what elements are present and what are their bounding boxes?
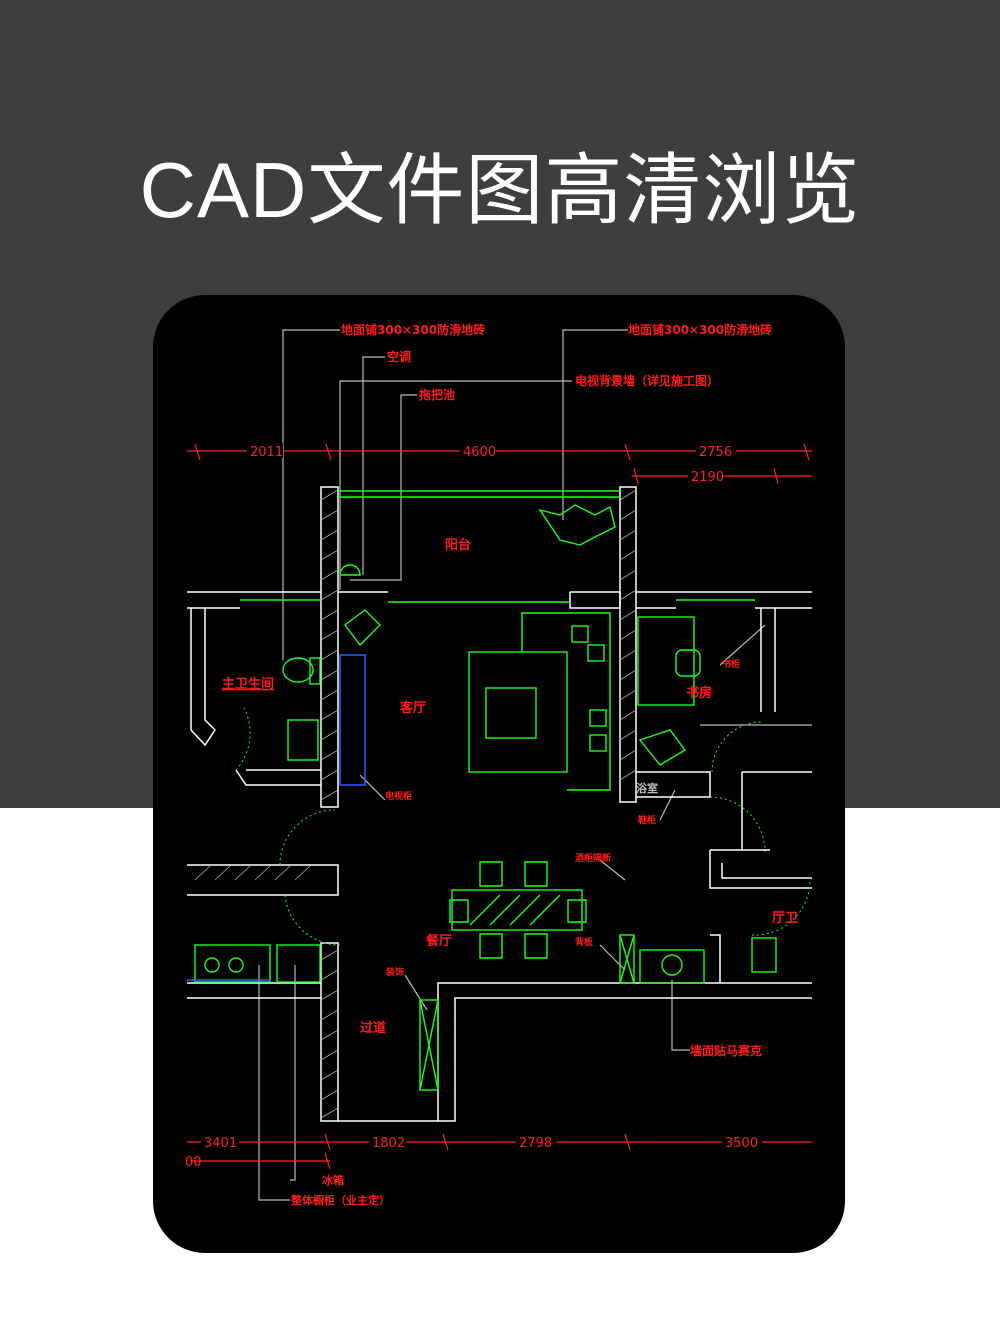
dimension-labels: 2011 4600 2756 2190 3401 1802 2798 3500 … xyxy=(185,443,762,1170)
dim-cut: 00 xyxy=(185,1155,202,1170)
callout-door-pocket: 装饰 xyxy=(385,966,404,978)
callout-tv-cabinet: 电视柜 xyxy=(385,790,412,802)
page-title: CAD文件图高清浏览 xyxy=(139,146,861,234)
leader-lines xyxy=(258,329,812,1201)
callout-bookcase: 书柜 xyxy=(722,658,740,670)
blue-elements xyxy=(187,654,366,981)
door-swings xyxy=(235,707,811,946)
room-corridor: 过道 xyxy=(360,1020,386,1036)
room-balcony: 阳台 xyxy=(445,537,471,553)
callout-partition: 背板 xyxy=(575,936,594,948)
dim-3500: 3500 xyxy=(725,1136,758,1151)
dim-2798: 2798 xyxy=(519,1136,552,1151)
callout-wine-cabinet: 酒柜隔断 xyxy=(575,852,611,864)
callout-mop-pool: 拖把池 xyxy=(419,387,455,402)
room-guest-bath: 厅卫 xyxy=(772,911,798,926)
dim-2011: 2011 xyxy=(250,445,283,460)
room-master-bath: 主卫生间 xyxy=(222,676,274,692)
walls xyxy=(187,486,812,1122)
callout-mosaic: 墙面贴马赛克 xyxy=(690,1043,762,1058)
wall-hatch xyxy=(194,489,637,1119)
cad-preview-card[interactable]: 2011 4600 2756 2190 3401 1802 2798 3500 … xyxy=(153,295,845,1253)
callout-floor-tile-right: 地面铺300×300防滑地砖 xyxy=(628,322,772,337)
dim-3401: 3401 xyxy=(204,1136,237,1151)
dim-2756: 2756 xyxy=(699,445,732,460)
dimension-lines xyxy=(187,443,812,1170)
dim-2190: 2190 xyxy=(691,470,724,485)
callout-bath: 浴室 xyxy=(636,781,658,795)
dim-4600: 4600 xyxy=(463,445,496,460)
room-dining: 餐厅 xyxy=(425,933,452,949)
callout-air-conditioner: 空调 xyxy=(387,349,411,364)
callout-fridge: 冰箱 xyxy=(322,1173,344,1187)
callout-shoe-cabinet: 鞋柜 xyxy=(638,814,656,826)
room-study: 书房 xyxy=(686,685,712,701)
room-living: 客厅 xyxy=(400,700,426,716)
dim-1802: 1802 xyxy=(372,1136,405,1151)
callout-tv-wall: 电视背景墙（详见施工图） xyxy=(575,373,719,388)
cad-floor-plan: 2011 4600 2756 2190 3401 1802 2798 3500 … xyxy=(185,322,812,1207)
callout-cabinets: 整体橱柜（业主定） xyxy=(290,1193,390,1207)
callout-floor-tile-left: 地面铺300×300防滑地砖 xyxy=(341,322,485,337)
furniture xyxy=(194,490,777,1091)
